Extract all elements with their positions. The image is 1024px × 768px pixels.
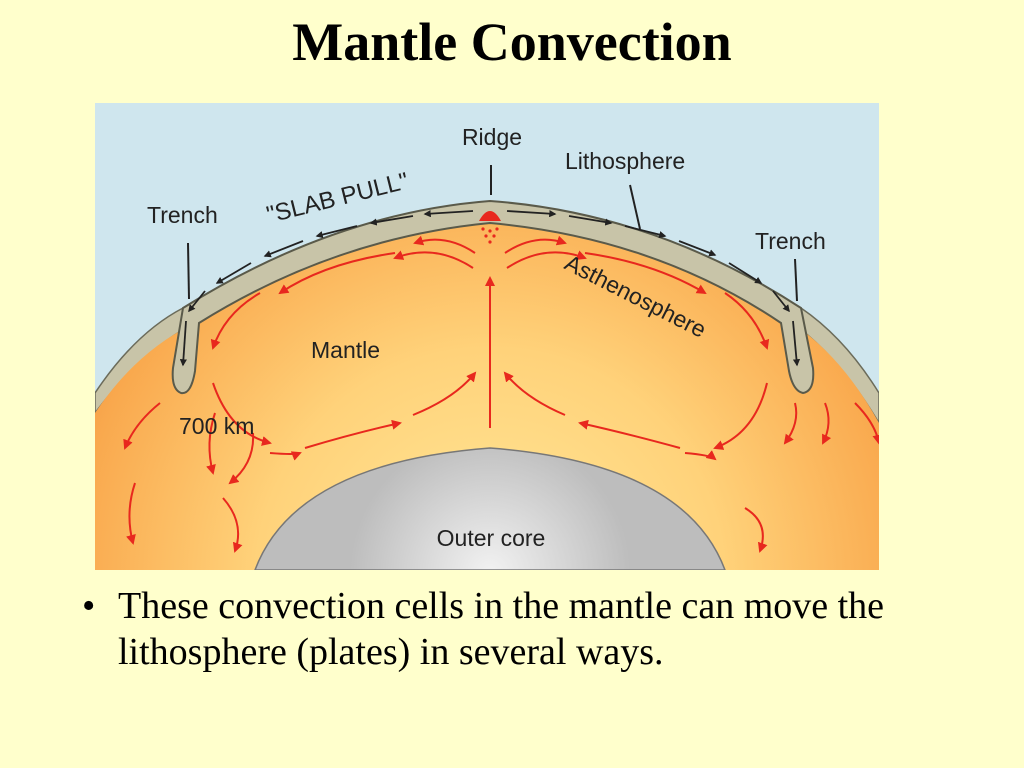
slide-title: Mantle Convection <box>292 12 732 72</box>
lithosphere-label: Lithosphere <box>565 148 685 174</box>
ridge-label: Ridge <box>462 124 522 150</box>
plate-motion-arrows <box>179 210 801 367</box>
trench-left-label: Trench <box>147 202 218 228</box>
trench-right-label: Trench <box>755 228 826 254</box>
depth-label: 700 km <box>179 413 254 439</box>
mantle-label: Mantle <box>311 337 380 363</box>
bullet-text: These convection cells in the mantle can… <box>118 585 885 673</box>
outer-core-label: Outer core <box>437 525 546 551</box>
bullet-list: • These convection cells in the mantle c… <box>82 584 942 675</box>
lithosphere-plate <box>171 199 815 395</box>
ridge-magma-dots <box>481 227 499 244</box>
leader-lines <box>187 165 798 302</box>
bullet-item: • These convection cells in the mantle c… <box>82 584 942 675</box>
mantle-dome <box>95 215 879 570</box>
mantle-convection-diagram: Ridge Lithosphere "SLAB PULL" Trench Tre… <box>95 103 879 570</box>
convection-arrows <box>123 235 879 553</box>
outer-core <box>254 447 726 570</box>
bullet-marker: • <box>82 585 96 627</box>
ridge-magma <box>479 211 501 221</box>
